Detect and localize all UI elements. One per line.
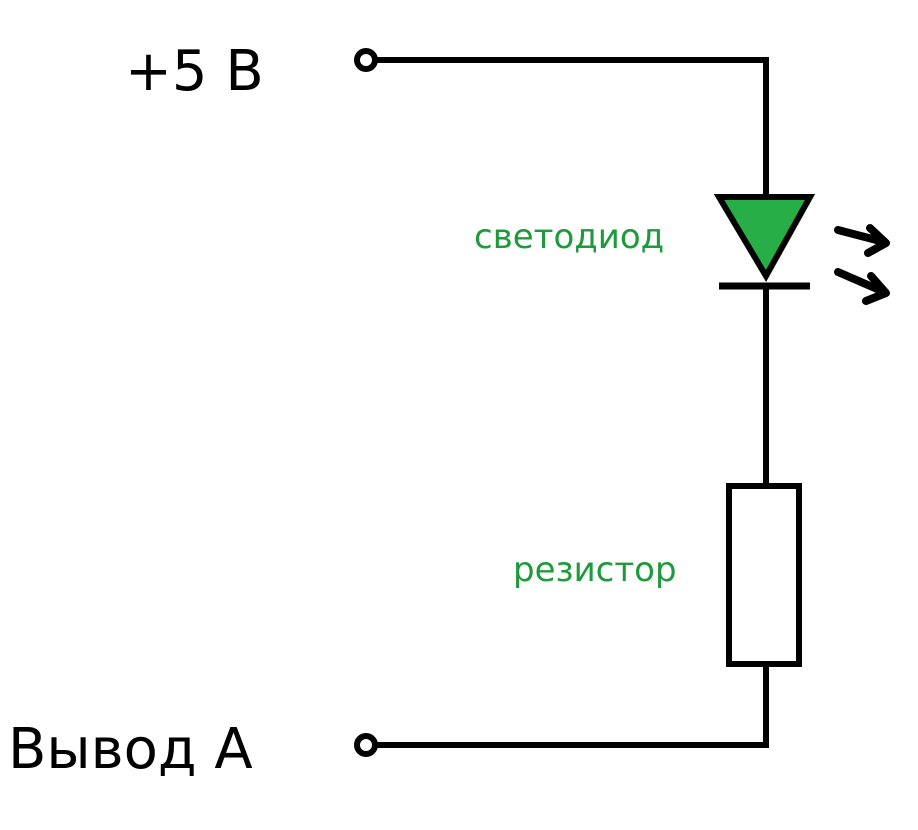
led-triangle <box>713 194 816 283</box>
resistor-rect-icon <box>726 483 802 667</box>
output-terminal-icon <box>354 733 378 757</box>
led-diode-icon <box>713 194 816 290</box>
output-terminal-label: Вывод А <box>8 717 253 782</box>
light-arrows-icon <box>834 224 890 305</box>
led-label: светодиод <box>474 217 664 257</box>
supply-terminal-label: +5 В <box>125 39 264 104</box>
bottom-wire <box>374 664 769 748</box>
resistor-label: резистор <box>513 550 677 590</box>
top-wire <box>372 57 769 200</box>
